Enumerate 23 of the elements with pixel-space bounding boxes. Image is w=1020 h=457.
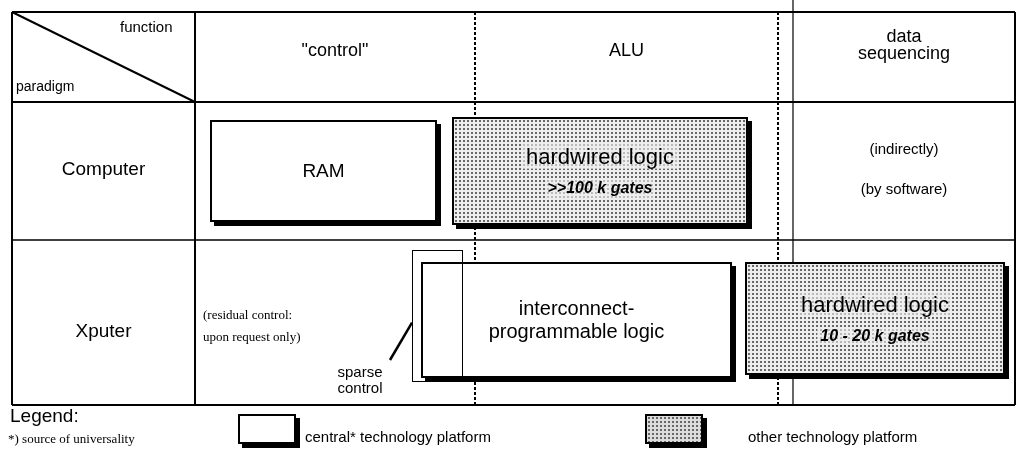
column-header: function	[120, 18, 174, 36]
footnote: *) source of universality	[8, 431, 136, 447]
legend-title: Legend:	[10, 405, 80, 428]
column-header: ALU	[608, 40, 645, 62]
outline-box	[412, 250, 463, 382]
gate-count: 10 - 20 k gates	[817, 326, 933, 346]
row-header: paradigm	[16, 78, 76, 95]
cell-text: (indirectly)	[868, 140, 940, 158]
box-title: hardwired logic	[523, 144, 677, 170]
cell-text: (residual control: upon request only)	[203, 306, 302, 347]
row-header: Computer	[60, 158, 147, 181]
legend-text: other technology platform	[748, 428, 918, 445]
callout-text: sparse control	[322, 360, 398, 400]
leader-line	[388, 321, 414, 361]
row-header: Xputer	[74, 320, 133, 343]
column-header: data sequencing	[856, 28, 952, 63]
box-title: hardwired logic	[798, 291, 952, 317]
column-header: "control"	[300, 40, 370, 62]
cell-text: (by software)	[859, 180, 949, 198]
gate-count: >>100 k gates	[544, 179, 656, 198]
box-title: RAM	[301, 160, 346, 182]
legend-text: central* technology platform	[305, 428, 491, 445]
box-title: interconnect-programmable logic	[487, 297, 666, 343]
